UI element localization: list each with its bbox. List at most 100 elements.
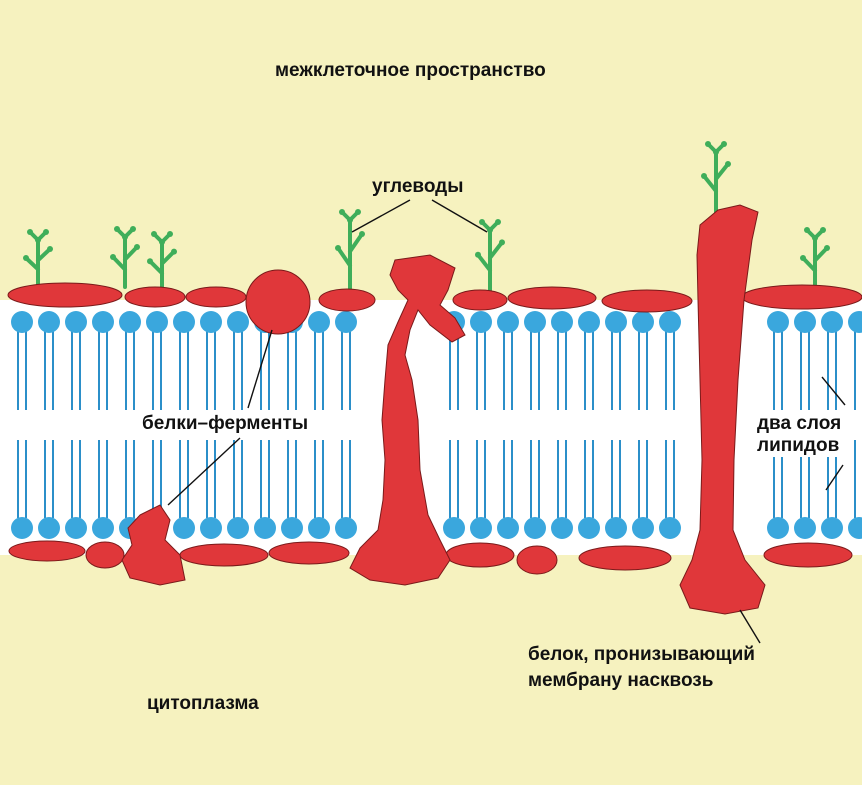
lipid-head-icon [281, 517, 303, 539]
carbohydrate-bead [151, 231, 157, 237]
carbohydrate-bead [359, 231, 365, 237]
carbohydrate-bead [134, 244, 140, 250]
carbohydrate-bead [725, 161, 731, 167]
lipid-head-icon [65, 311, 87, 333]
enzyme-protein-icon [246, 270, 310, 334]
lipid-head-icon [497, 311, 519, 333]
carbohydrate-bead [339, 209, 345, 215]
protein-icon [508, 287, 596, 309]
lipid-head-icon [92, 311, 114, 333]
lipid-head-icon [308, 517, 330, 539]
lipid-head-icon [632, 311, 654, 333]
label-enzyme-proteins: белки–ферменты [140, 413, 310, 435]
carbohydrate-bead [159, 239, 165, 245]
lipid-head-icon [632, 517, 654, 539]
protein-icon [517, 546, 557, 574]
lipid-head-icon [470, 311, 492, 333]
label-extracellular-space: межклеточное пространство [275, 60, 546, 82]
carbohydrate-bead [487, 227, 493, 233]
lipid-head-icon [821, 517, 843, 539]
protein-icon [269, 542, 349, 564]
lipid-head-icon [335, 517, 357, 539]
label-cytoplasm: цитоплазма [147, 693, 259, 715]
carbohydrate-bead [110, 254, 116, 260]
lipid-head-icon [551, 311, 573, 333]
lipid-head-icon [551, 517, 573, 539]
carbohydrate-bead [122, 234, 128, 240]
carbohydrate-bead [475, 252, 481, 258]
carbohydrate-bead [804, 227, 810, 233]
protein-icon [125, 287, 185, 307]
carbohydrate-bead [47, 246, 53, 252]
protein-icon [8, 283, 122, 307]
protein-icon [453, 290, 507, 310]
carbohydrate-bead [800, 255, 806, 261]
protein-icon [602, 290, 692, 312]
protein-icon [186, 287, 246, 307]
lipid-head-icon [524, 311, 546, 333]
carbohydrate-bead [27, 229, 33, 235]
carbohydrate-bead [43, 229, 49, 235]
lipid-head-icon [173, 517, 195, 539]
carbohydrate-bead [701, 173, 707, 179]
carbohydrate-bead [721, 141, 727, 147]
protein-icon [86, 542, 124, 568]
carbohydrate-bead [495, 219, 501, 225]
carbohydrate-bead [35, 237, 41, 243]
lipid-head-icon [605, 311, 627, 333]
lipid-head-icon [119, 311, 141, 333]
carbohydrate-bead [171, 249, 177, 255]
lipid-head-icon [92, 517, 114, 539]
lipid-head-icon [794, 517, 816, 539]
label-transmembrane-line1: белок, пронизывающий [528, 644, 755, 666]
lipid-head-icon [659, 311, 681, 333]
lipid-head-icon [146, 311, 168, 333]
protein-icon [579, 546, 671, 570]
label-transmembrane-line2: мембрану насквозь [528, 670, 713, 692]
carbohydrate-bead [812, 235, 818, 241]
lipid-head-icon [659, 517, 681, 539]
lipid-head-icon [470, 517, 492, 539]
protein-icon [764, 543, 852, 567]
carbohydrate-bead [355, 209, 361, 215]
protein-icon [319, 289, 375, 311]
lipid-head-icon [227, 517, 249, 539]
protein-icon [742, 285, 862, 309]
lipid-head-icon [794, 311, 816, 333]
carbohydrate-bead [167, 231, 173, 237]
carbohydrate-bead [147, 258, 153, 264]
carbohydrate-bead [335, 245, 341, 251]
lipid-head-icon [11, 311, 33, 333]
lipid-head-icon [11, 517, 33, 539]
lipid-head-icon [524, 517, 546, 539]
lipid-head-icon [254, 517, 276, 539]
lipid-head-icon [308, 311, 330, 333]
label-bilayer-line2: липидов [757, 435, 839, 457]
lipid-head-icon [38, 517, 60, 539]
carbohydrate-bead [479, 219, 485, 225]
protein-icon [180, 544, 268, 566]
carbohydrate-bead [130, 226, 136, 232]
carbohydrate-bead [347, 217, 353, 223]
lipid-head-icon [227, 311, 249, 333]
carbohydrate-bead [713, 149, 719, 155]
lipid-head-icon [173, 311, 195, 333]
carbohydrate-bead [820, 227, 826, 233]
lipid-head-icon [497, 517, 519, 539]
lipid-head-icon [443, 517, 465, 539]
lipid-head-icon [605, 517, 627, 539]
protein-icon [9, 541, 85, 561]
lipid-head-icon [38, 311, 60, 333]
lipid-head-icon [767, 517, 789, 539]
carbohydrate-bead [23, 255, 29, 261]
carbohydrate-bead [824, 245, 830, 251]
lipid-head-icon [65, 517, 87, 539]
lipid-head-icon [335, 311, 357, 333]
protein-icon [446, 543, 514, 567]
lipid-head-icon [767, 311, 789, 333]
lipid-head-icon [578, 517, 600, 539]
carbohydrate-bead [114, 226, 120, 232]
label-bilayer-line1: два слоя [757, 413, 841, 435]
lipid-head-icon [578, 311, 600, 333]
